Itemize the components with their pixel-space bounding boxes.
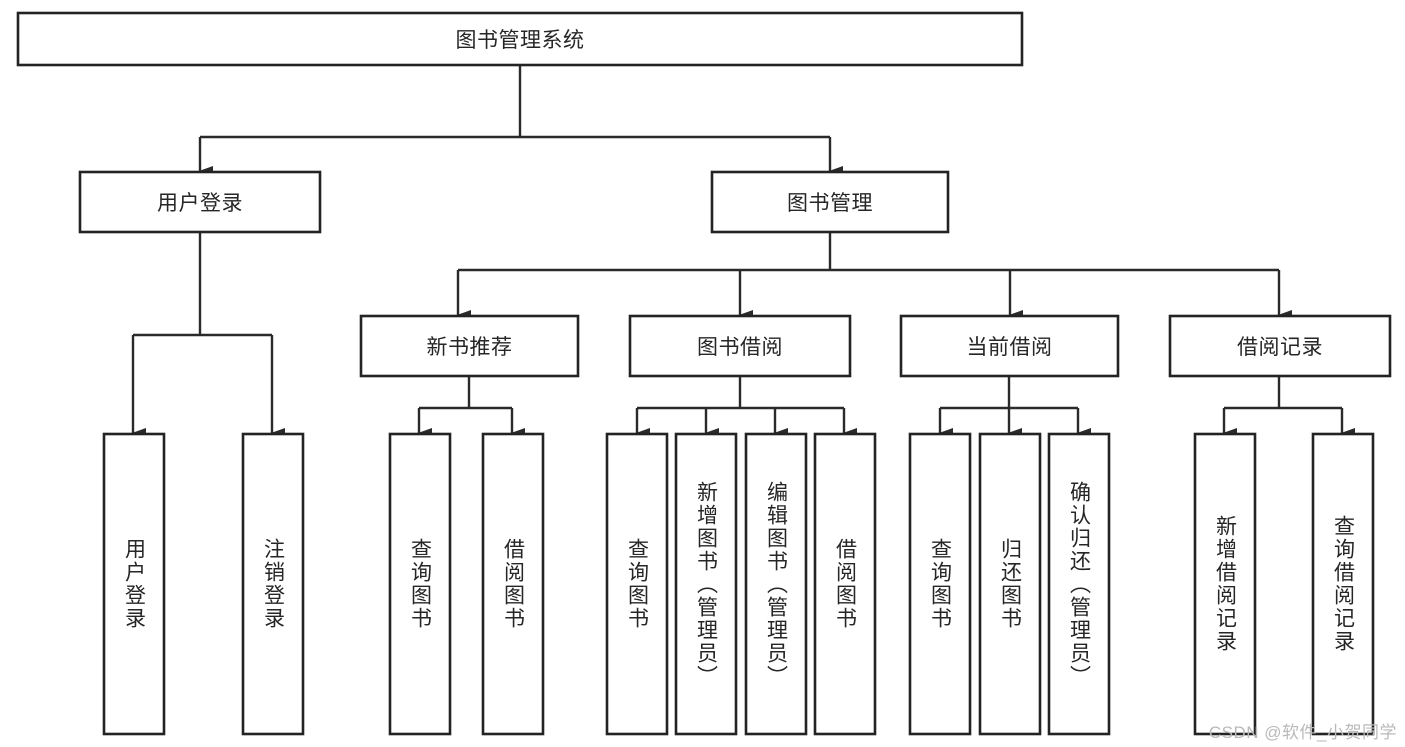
leaf-box-11 (1193, 432, 1257, 736)
leaf-box-5 (674, 432, 738, 736)
leaf-box-4 (605, 432, 669, 736)
level3-box-3 (1168, 314, 1392, 378)
leaf-box-3 (481, 432, 545, 736)
node-boxes (16, 11, 1392, 736)
leaf-box-2 (388, 432, 452, 736)
leaf-box-6 (744, 432, 808, 736)
leaf-box-10 (1047, 432, 1111, 736)
leaf-box-0 (102, 432, 166, 736)
leaf-box-12 (1311, 432, 1375, 736)
root-box-0 (16, 11, 1024, 67)
level3-box-2 (899, 314, 1120, 378)
level2-box-0 (78, 170, 322, 234)
leaf-box-8 (908, 432, 972, 736)
level3-box-1 (628, 314, 852, 378)
level3-box-0 (359, 314, 580, 378)
leaf-box-7 (813, 432, 877, 736)
connector-edges (131, 65, 1355, 438)
level2-box-1 (710, 170, 950, 234)
leaf-box-1 (241, 432, 305, 736)
leaf-box-9 (978, 432, 1042, 736)
